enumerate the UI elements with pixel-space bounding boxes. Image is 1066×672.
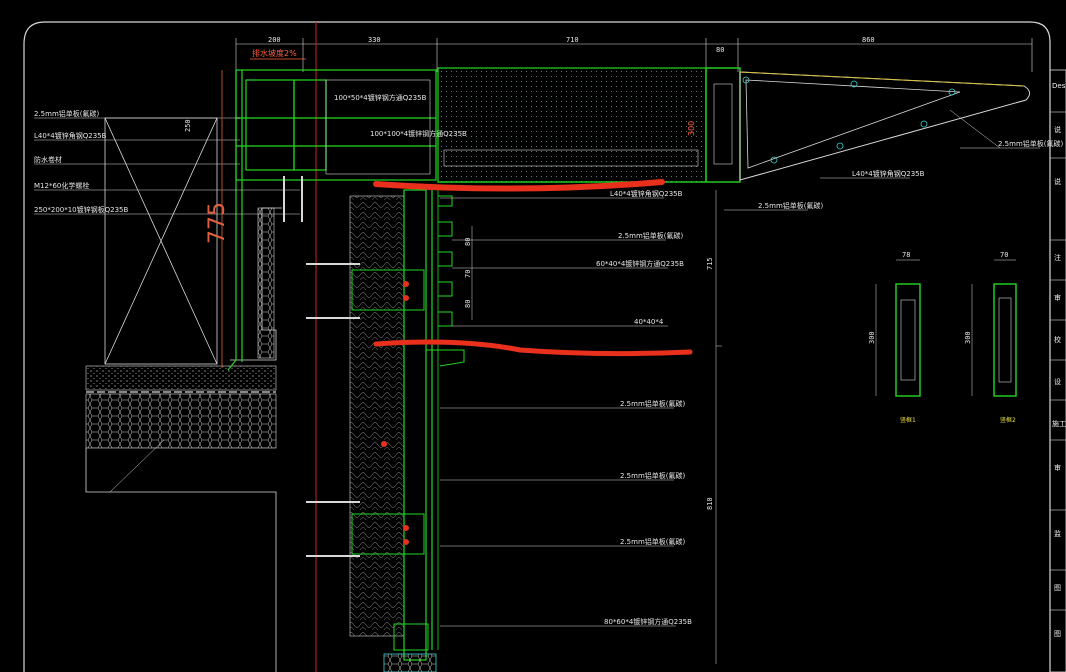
title-block-label: 审: [1054, 293, 1061, 302]
dimension-250: 250: [184, 119, 192, 132]
canopy-end-box: [705, 67, 741, 183]
title-block-label: 设: [1054, 377, 1061, 386]
bolt-icon: [836, 142, 844, 150]
middle-label-leaders: [440, 197, 668, 327]
top-dimension-chain: [235, 38, 1033, 72]
canopy-fin: [739, 71, 1030, 181]
title-block-label: 施工: [1052, 419, 1066, 428]
slab-outline: [85, 448, 277, 672]
dimension-top-860: 860: [862, 36, 875, 44]
leader-line: [949, 109, 1001, 149]
title-block-label: 图: [1054, 584, 1061, 592]
markup-stroke-upper: [373, 179, 665, 192]
dimension-small-70: 70: [464, 270, 472, 278]
dimension-300: 300: [687, 121, 696, 136]
lower-label-tube: 80*60*4镀锌钢方通Q235B: [604, 617, 692, 626]
dimension-small-80a: 80: [464, 238, 472, 246]
section-2-width: 70: [1000, 251, 1008, 259]
section-detail-1: [875, 259, 921, 397]
middle-label-panel: 2.5mm铝单板(氟碳): [618, 231, 684, 240]
anchor-bolt-icon: [403, 525, 409, 531]
title-block-label: 说: [1054, 125, 1061, 134]
left-label-membrane: 防水卷材: [34, 155, 62, 164]
wall-bracket-group: [283, 176, 425, 557]
bolt-icon: [770, 156, 778, 164]
slope-note: 排水坡度2%: [252, 48, 297, 58]
left-label-angle: L40*4镀锌角钢Q235B: [34, 131, 107, 140]
dimension-top-710: 710: [566, 36, 579, 44]
dimension-top-330: 330: [368, 36, 381, 44]
parapet-insulation: [257, 207, 275, 359]
anchor-bolt-icon: [403, 281, 409, 287]
canopy-right-panel-label: 2.5mm铝单板(氟碳): [998, 139, 1064, 148]
cladding-step-profile: [426, 195, 465, 367]
canopy-top-panel: [437, 67, 707, 183]
title-block-label: 说: [1054, 177, 1061, 186]
left-label-leaders: [34, 117, 300, 215]
section-2-caption: 竖框2: [1000, 416, 1016, 424]
bolt-icon: [948, 88, 956, 96]
lower-label-panel-3: 2.5mm铝单板(氟碳): [620, 537, 686, 546]
top-label-tube-100x100: 100*100*4镀锌钢方通Q235B: [370, 129, 467, 138]
section-2-height: 300: [964, 331, 972, 344]
section-hatch: [109, 439, 165, 493]
left-label-panel: 2.5mm铝单板(氟碳): [34, 109, 100, 118]
dimension-775: 775: [205, 202, 230, 244]
lower-label-panel-2: 2.5mm铝单板(氟碳): [620, 471, 686, 480]
section-detail-2: [971, 259, 1017, 397]
bolt-icon: [850, 80, 858, 88]
dimension-top-80: 80: [716, 46, 724, 54]
section-1-caption: 竖框1: [900, 416, 916, 424]
title-block-label: Desig: [1052, 82, 1066, 90]
roof-insulation-layer: [85, 393, 277, 449]
marker-dot: [381, 441, 387, 447]
middle-label-small-tube: 40*40*4: [634, 318, 664, 326]
dimension-810: 810: [706, 497, 714, 510]
canopy-bottom-panel-label: 2.5mm铝单板(氟碳): [758, 201, 824, 210]
title-block-label: 审: [1054, 463, 1061, 472]
left-label-plate: 250*200*10镀锌钢板Q235B: [34, 205, 128, 214]
dimension-top-200: 200: [268, 36, 281, 44]
base-bracket: [393, 623, 429, 651]
wall-insulation: [349, 195, 405, 637]
steel-tube-outline: [325, 79, 431, 175]
title-block-label: 图: [1054, 630, 1061, 638]
anchor-bolt-icon: [403, 539, 409, 545]
lower-label-leaders: [440, 407, 676, 627]
title-block: Desig 说 说 注 审 校 设 施工 审 监 图 图: [1049, 69, 1066, 672]
canopy-end-tube: [713, 83, 733, 165]
anchor-bolt-icon: [403, 295, 409, 301]
vertical-mullion: [403, 189, 427, 661]
title-block-label: 注: [1054, 253, 1061, 262]
drawing-frame: [23, 21, 1051, 672]
section-1-width: 78: [902, 251, 910, 259]
middle-label-angle: L40*4镀锌角钢Q235B: [610, 189, 683, 198]
left-label-bolt: M12*60化学螺栓: [34, 181, 89, 190]
base-detail: [383, 653, 437, 672]
lower-label-panel-1: 2.5mm铝单板(氟碳): [620, 399, 686, 408]
canopy-inner-tube: [443, 149, 699, 167]
title-block-label: 监: [1054, 529, 1061, 538]
section-1-height: 300: [868, 331, 876, 344]
bolt-icon: [920, 120, 928, 128]
title-block-label: 校: [1054, 335, 1061, 344]
parapet-block: [104, 117, 218, 365]
dimension-small-80b: 80: [464, 300, 472, 308]
roof-screed-layer: [85, 365, 277, 391]
markup-stroke-lower: [373, 339, 693, 357]
middle-label-tube: 60*40*4镀锌钢方通Q235B: [596, 259, 684, 268]
top-frame-steel: [227, 69, 437, 371]
top-label-tube-100x50: 100*50*4镀锌钢方通Q235B: [334, 93, 427, 102]
dimension-715: 715: [706, 257, 714, 270]
canopy-angle-label: L40*4镀锌角钢Q235B: [852, 169, 925, 178]
bolt-icon: [742, 76, 750, 84]
